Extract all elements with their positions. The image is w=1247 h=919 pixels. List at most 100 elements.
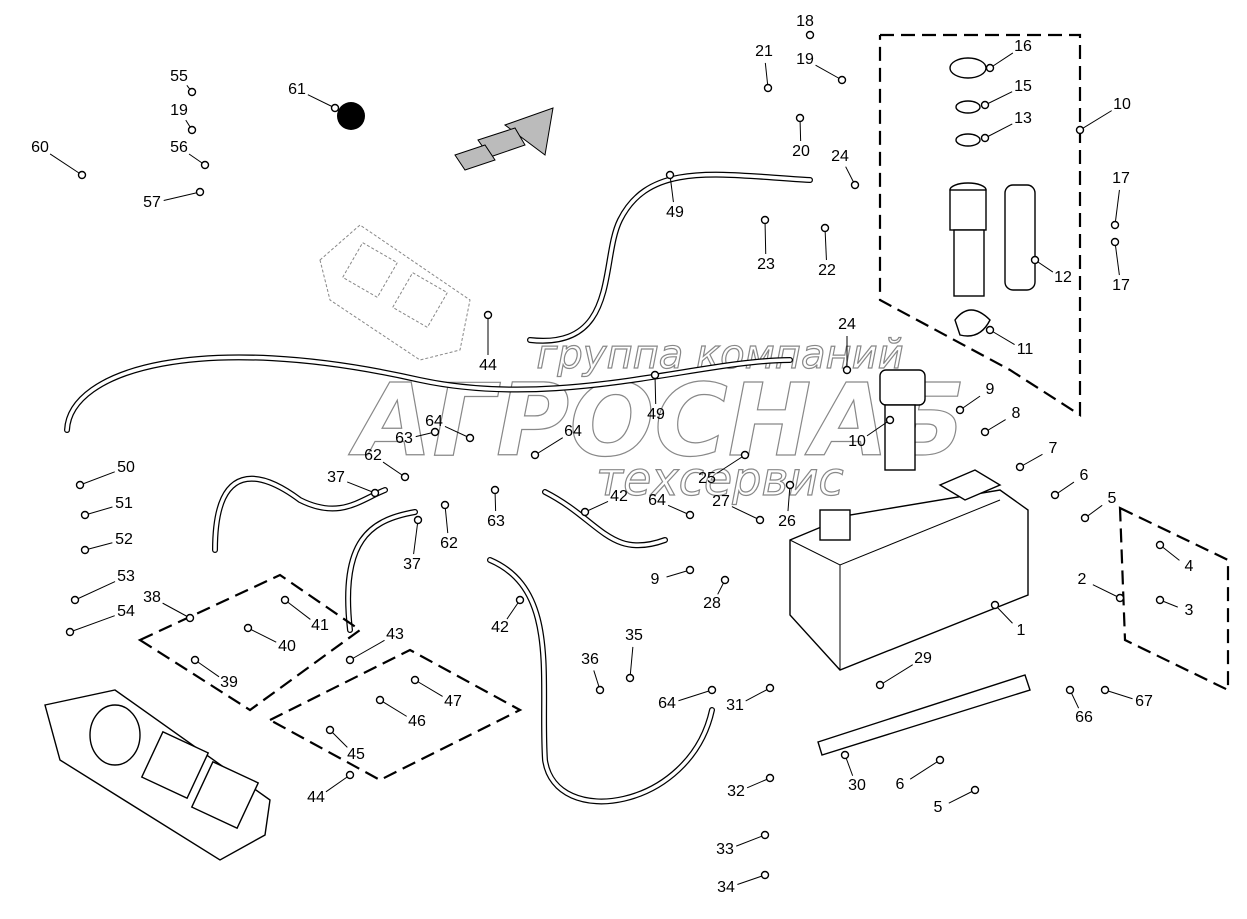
part-marker xyxy=(985,63,995,73)
callout-number: 63 xyxy=(395,430,413,447)
callout-53: 53 xyxy=(70,568,135,605)
callout-number: 5 xyxy=(934,799,943,816)
callout-number: 6 xyxy=(1080,467,1089,484)
callout-number: 10 xyxy=(1113,96,1131,113)
callout-number: 64 xyxy=(425,413,443,430)
callout-number: 61 xyxy=(288,81,306,98)
callout-number: 44 xyxy=(479,357,497,374)
leader-line xyxy=(736,834,766,847)
part-marker xyxy=(70,595,80,605)
part-marker xyxy=(820,223,830,233)
callout-number: 63 xyxy=(487,513,505,530)
part-marker xyxy=(1050,490,1060,500)
leader-line xyxy=(325,774,351,793)
part-marker xyxy=(685,510,695,520)
callout-number: 50 xyxy=(117,459,135,476)
callout-number: 37 xyxy=(327,469,345,486)
part-marker xyxy=(650,370,660,380)
leader-line xyxy=(731,506,761,521)
callout-42: 42 xyxy=(580,488,628,517)
leader-line xyxy=(984,123,1013,139)
watermark: группа компаний АГРОСНАБ техсервис xyxy=(347,331,965,506)
callout-28: 28 xyxy=(703,575,730,612)
part-marker xyxy=(483,310,493,320)
part-marker xyxy=(985,325,995,335)
leader-line xyxy=(194,659,220,678)
part-marker xyxy=(980,427,990,437)
callout-number: 1 xyxy=(1017,622,1026,639)
part-marker xyxy=(760,870,770,880)
callout-62: 62 xyxy=(440,500,458,552)
callout-20: 20 xyxy=(792,113,810,160)
callout-number: 12 xyxy=(1054,269,1072,286)
leader-line xyxy=(994,604,1013,624)
callout-64: 64 xyxy=(530,423,582,460)
part-marker xyxy=(1080,513,1090,523)
part-marker xyxy=(1110,237,1120,247)
callout-10: 10 xyxy=(848,415,895,450)
part-marker xyxy=(77,170,87,180)
hoses xyxy=(64,171,813,805)
callout-31: 31 xyxy=(726,683,775,714)
part-marker xyxy=(195,187,205,197)
leader-line xyxy=(307,94,336,109)
callout-number: 30 xyxy=(848,777,866,794)
callout-47: 47 xyxy=(410,675,462,710)
callout-27: 27 xyxy=(712,493,765,525)
callout-number: 29 xyxy=(914,650,932,667)
part-marker xyxy=(760,830,770,840)
leader-line xyxy=(382,461,406,478)
callout-number: 64 xyxy=(658,695,676,712)
direction-arrow xyxy=(454,107,554,171)
part-marker xyxy=(280,595,290,605)
part-marker xyxy=(707,685,717,695)
callout-11: 11 xyxy=(985,325,1033,358)
callout-number: 17 xyxy=(1112,170,1130,187)
callout-64: 64 xyxy=(425,413,475,443)
callout-16: 16 xyxy=(985,38,1032,73)
part-marker xyxy=(842,365,852,375)
leader-line xyxy=(716,454,746,474)
callout-56: 56 xyxy=(170,139,210,170)
part-marker xyxy=(400,472,410,482)
callout-number: 19 xyxy=(170,102,188,119)
part-marker xyxy=(515,595,525,605)
callout-number: 49 xyxy=(647,406,665,423)
callout-number: 27 xyxy=(712,493,730,510)
callout-number: 2 xyxy=(1078,571,1087,588)
callout-number: 51 xyxy=(115,495,133,512)
part-marker xyxy=(785,480,795,490)
callout-4: 4 xyxy=(1155,540,1194,575)
part-marker xyxy=(763,83,773,93)
leader-line xyxy=(815,64,843,81)
callout-number: 21 xyxy=(755,43,773,60)
part-marker xyxy=(755,515,765,525)
part-marker xyxy=(80,545,90,555)
callout-number: 34 xyxy=(717,879,735,896)
watermark-line2: АГРОСНАБ xyxy=(348,362,965,479)
callout-9: 9 xyxy=(651,565,695,588)
leader-line xyxy=(737,874,766,885)
callout-number: 42 xyxy=(610,488,628,505)
leader-line xyxy=(1104,689,1133,700)
part-marker xyxy=(410,675,420,685)
part-marker xyxy=(850,180,860,190)
part-marker xyxy=(345,655,355,665)
leader-line xyxy=(162,602,191,619)
callout-17: 17 xyxy=(1110,170,1130,230)
part-marker xyxy=(440,500,450,510)
part-marker xyxy=(1115,593,1125,603)
callout-44: 44 xyxy=(479,310,497,374)
callout-21: 21 xyxy=(755,43,773,93)
callout-number: 36 xyxy=(581,651,599,668)
callout-6: 6 xyxy=(896,755,945,793)
leader-line xyxy=(909,759,941,780)
callout-49: 49 xyxy=(647,370,665,423)
callout-number: 44 xyxy=(307,789,325,806)
leader-line xyxy=(989,52,1014,69)
callout-number: 17 xyxy=(1112,277,1130,294)
part-marker xyxy=(980,100,990,110)
